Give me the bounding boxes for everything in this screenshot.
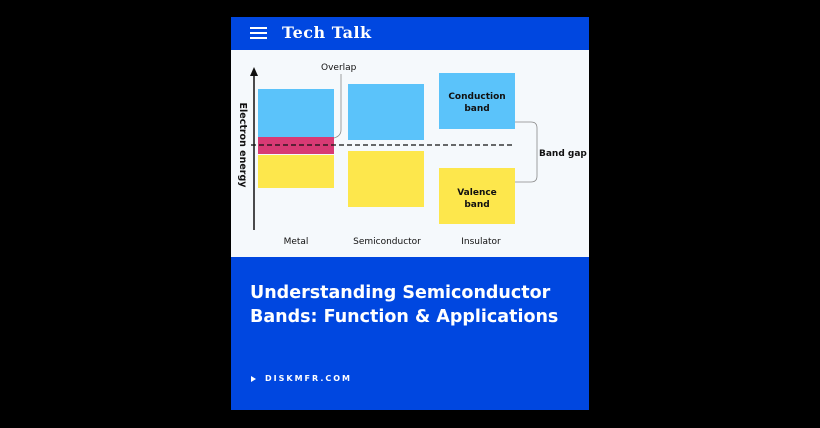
play-arrow-icon — [251, 375, 256, 382]
site-brand[interactable]: Tech Talk — [282, 23, 372, 42]
article-title[interactable]: Understanding Semiconductor Bands: Funct… — [250, 283, 559, 327]
overlap-leader-line — [333, 74, 342, 139]
article-card[interactable]: Tech Talk Electron energy Overlap Band g… — [231, 17, 589, 410]
hamburger-menu-icon[interactable] — [250, 27, 267, 39]
semiconductor-valence-band — [348, 151, 424, 207]
band-diagram: Electron energy Overlap Band gap Conduct… — [231, 50, 589, 257]
insulator-conduction-band — [439, 73, 515, 129]
axis-label: Electron energy — [237, 103, 248, 189]
semiconductor-conduction-band — [348, 84, 424, 140]
conduction-band-label: Conduction — [448, 92, 505, 102]
metal-conduction-band — [258, 89, 334, 137]
metal-valence-band — [258, 155, 334, 188]
band-gap-label: Band gap — [539, 149, 587, 159]
axis-arrow-icon — [250, 67, 258, 76]
site-header: Tech Talk — [231, 17, 589, 49]
valence-band-label-2: band — [464, 200, 489, 210]
overlap-label: Overlap — [321, 63, 357, 73]
category-label-semiconductor: Semiconductor — [353, 237, 421, 247]
valence-band-label: Valence — [457, 188, 497, 198]
insulator-valence-band — [439, 168, 515, 224]
source-label: DISKMFR.COM — [265, 374, 352, 383]
band-gap-bracket — [515, 121, 538, 183]
conduction-band-label-2: band — [464, 104, 489, 114]
category-label-insulator: Insulator — [461, 237, 501, 247]
category-label-metal: Metal — [284, 237, 309, 247]
article-source[interactable]: DISKMFR.COM — [251, 374, 352, 383]
